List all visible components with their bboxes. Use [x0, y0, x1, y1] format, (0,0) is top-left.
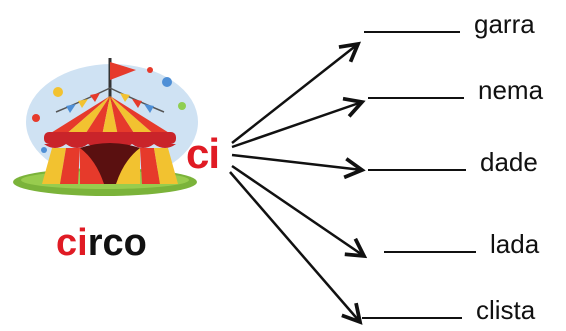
answer-blank[interactable] — [362, 297, 462, 319]
list-item: lada — [384, 230, 539, 258]
word-ending: dade — [480, 147, 538, 177]
word-ending: garra — [474, 9, 535, 39]
word-ending: clista — [476, 295, 536, 325]
circus-tent-icon — [13, 58, 198, 196]
answer-blank[interactable] — [384, 231, 476, 253]
answer-blank[interactable] — [368, 77, 464, 99]
arrow-icon — [231, 164, 364, 256]
arrow-icon — [231, 102, 362, 149]
list-item: clista — [362, 296, 535, 324]
syllable-prefix: ci — [186, 130, 220, 177]
word-ending: nema — [478, 75, 544, 105]
answer-blank[interactable] — [368, 149, 466, 171]
example-word: circo — [56, 222, 147, 264]
arrow-icon — [229, 171, 360, 322]
example-word-rest: rco — [87, 222, 147, 264]
arrow-icon — [231, 153, 362, 170]
example-word-highlight: ci — [56, 222, 88, 264]
word-ending: lada — [490, 229, 540, 259]
answer-blank[interactable] — [364, 11, 460, 33]
arrow-icon — [231, 44, 358, 144]
list-item: garra — [364, 10, 535, 38]
list-item: dade — [368, 148, 538, 176]
list-item: nema — [368, 76, 543, 104]
